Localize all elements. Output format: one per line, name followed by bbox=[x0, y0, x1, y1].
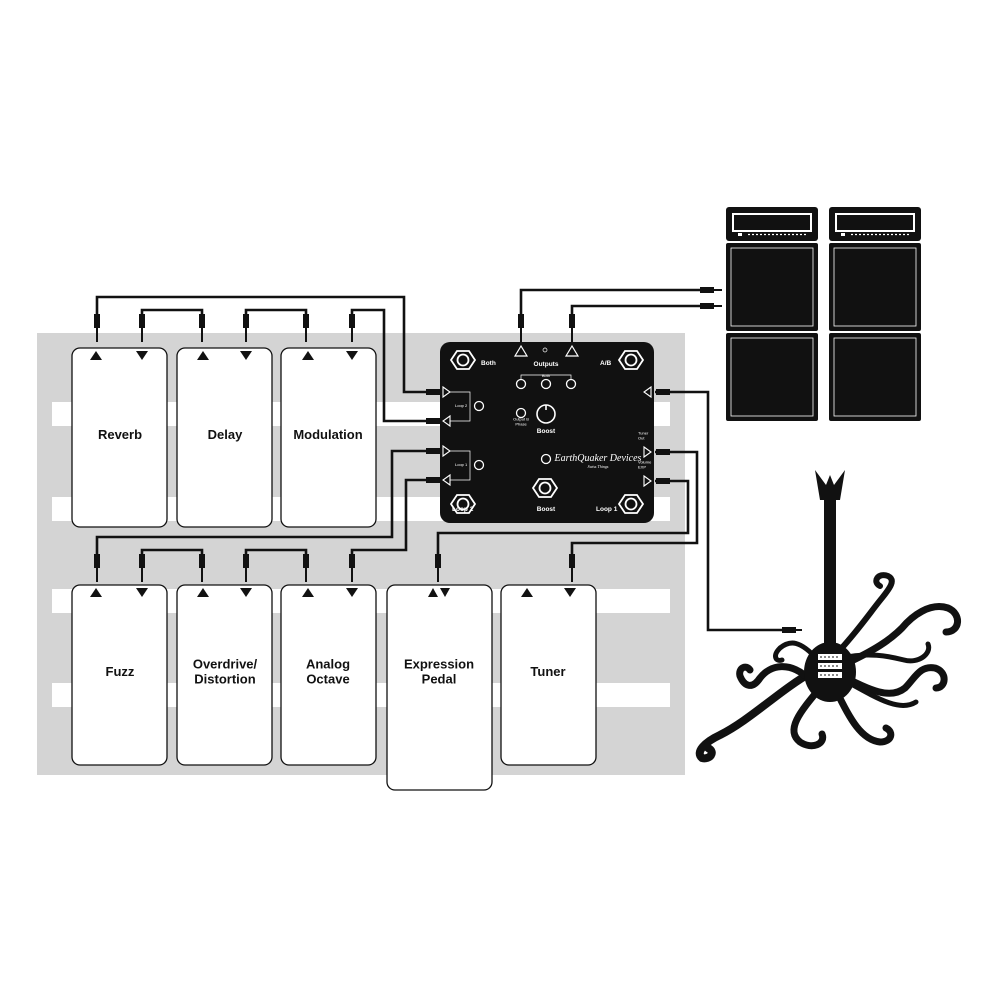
cable-reverb-delay bbox=[140, 308, 204, 322]
text-line: Tuner bbox=[638, 431, 649, 436]
amp-stack-left bbox=[726, 207, 818, 421]
label-loop2-foot: Loop 2 bbox=[452, 506, 474, 513]
output-jack-b-icon bbox=[564, 344, 580, 357]
loop-leds bbox=[473, 400, 485, 471]
label-loop1-side: Loop 1 bbox=[455, 462, 468, 467]
boost-knob bbox=[536, 404, 556, 424]
text-line: Overdrive/ bbox=[193, 657, 258, 672]
label-boost-foot: Boost bbox=[537, 506, 556, 513]
pedal-label-delay: Delay bbox=[208, 427, 243, 442]
label-outputs-both: Both bbox=[542, 373, 550, 378]
text-line: Volume bbox=[638, 460, 652, 465]
pedal-label-overdrive-distortion: Overdrive/Distortion bbox=[193, 657, 258, 687]
text-line: Analog bbox=[306, 657, 350, 672]
pedal-delay: Delay bbox=[176, 347, 273, 528]
amp-head-icon bbox=[726, 207, 818, 241]
pedal-label-tuner: Tuner bbox=[530, 664, 565, 679]
brand-logo: EarthQuaker Devices bbox=[554, 453, 642, 464]
text-line: Phase bbox=[515, 421, 527, 426]
footswitch-both bbox=[449, 350, 477, 370]
cable-output-b bbox=[570, 304, 708, 322]
speaker-cabinet-icon bbox=[829, 243, 921, 421]
label-ab: A/B bbox=[600, 360, 612, 367]
text-line: Distortion bbox=[194, 671, 255, 686]
pedal-tuner: Tuner bbox=[500, 584, 597, 766]
amp-head-icon bbox=[829, 207, 921, 241]
cable-output-a bbox=[519, 288, 708, 322]
patch-cables bbox=[94, 287, 802, 633]
label-both: Both bbox=[481, 360, 496, 367]
text-line: Out bbox=[638, 435, 645, 440]
speaker-cabinet-icon bbox=[726, 243, 818, 421]
pedal-overdrive-distortion: Overdrive/Distortion bbox=[176, 584, 273, 766]
output-leds bbox=[515, 374, 577, 390]
pedal-label-modulation: Modulation bbox=[293, 427, 362, 442]
text-line: Octave bbox=[306, 671, 349, 686]
label-loop2-side: Loop 2 bbox=[455, 403, 468, 408]
amp-stack-right bbox=[829, 207, 921, 421]
brand-model: Swiss Things bbox=[588, 464, 609, 469]
octopus-guitar-icon bbox=[695, 470, 961, 763]
pedal-label-fuzz: Fuzz bbox=[106, 664, 135, 679]
pedal-label-reverb: Reverb bbox=[98, 427, 142, 442]
text-line: Output B bbox=[513, 417, 529, 422]
text-line: Tuner bbox=[530, 664, 565, 679]
label-outputs: Outputs bbox=[534, 361, 559, 368]
pedal-modulation: Modulation bbox=[280, 347, 377, 528]
label-loop1-foot: Loop 1 bbox=[596, 506, 618, 513]
text-line: Fuzz bbox=[106, 664, 135, 679]
cable-loop1-send bbox=[95, 449, 441, 562]
footswitch-loop2 bbox=[449, 494, 477, 514]
text-line: EXP bbox=[638, 464, 646, 469]
pedal-reverb: Reverb bbox=[71, 347, 168, 528]
cable-plugs bbox=[94, 287, 802, 633]
cable-delay-modulation bbox=[244, 308, 308, 322]
output-jack-a-icon bbox=[513, 344, 529, 357]
side-jacks-left bbox=[442, 385, 471, 487]
label-boost-knob: Boost bbox=[537, 428, 556, 435]
pedal-fuzz: Fuzz bbox=[71, 584, 168, 766]
switcher-panel: Both A/B Loop 2 Boost Loop 1 Outputs bbox=[440, 342, 654, 523]
footswitch-ab bbox=[617, 350, 645, 370]
footswitch-boost bbox=[531, 478, 559, 498]
footswitch-loop1 bbox=[617, 494, 645, 514]
side-jacks-right bbox=[643, 385, 652, 488]
text-line: Expression bbox=[404, 657, 474, 672]
text-line: Pedal bbox=[422, 671, 457, 686]
